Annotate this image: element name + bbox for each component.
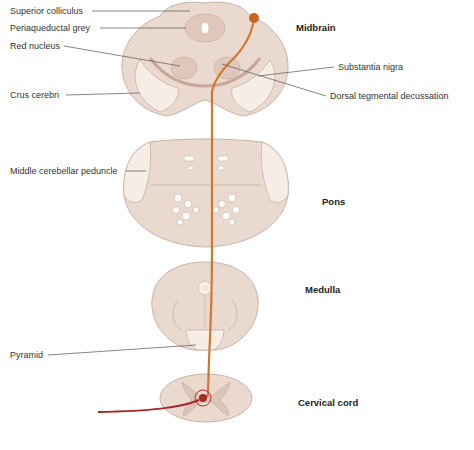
structure-label: Crus cerebri <box>10 90 59 101</box>
structure-label: Periaqueductal grey <box>10 23 90 34</box>
motor-axon <box>98 400 199 412</box>
red-nucleus-cell <box>249 13 259 23</box>
midbrain-section <box>122 2 288 116</box>
leader-lines <box>48 11 334 355</box>
medulla-section <box>152 262 258 350</box>
level-heading: Pons <box>322 196 345 207</box>
structure-label: Pyramid <box>10 350 43 361</box>
structure-label: Superior colliculus <box>10 6 83 17</box>
structure-label: Red nucleus <box>10 41 60 52</box>
motor-neuron <box>199 394 207 402</box>
cervical-cord-section <box>160 374 252 422</box>
structure-label: Substantia nigra <box>338 62 403 73</box>
level-heading: Cervical cord <box>298 397 358 408</box>
level-heading: Midbrain <box>296 22 336 33</box>
structure-label: Middle cerebellar peduncle <box>10 166 118 177</box>
motor-neuron-ring <box>195 390 211 406</box>
structure-label: Dorsal tegmental decussation <box>330 91 449 102</box>
rubrospinal-tract <box>203 18 254 398</box>
level-heading: Medulla <box>305 284 340 295</box>
pons-section <box>124 139 289 247</box>
